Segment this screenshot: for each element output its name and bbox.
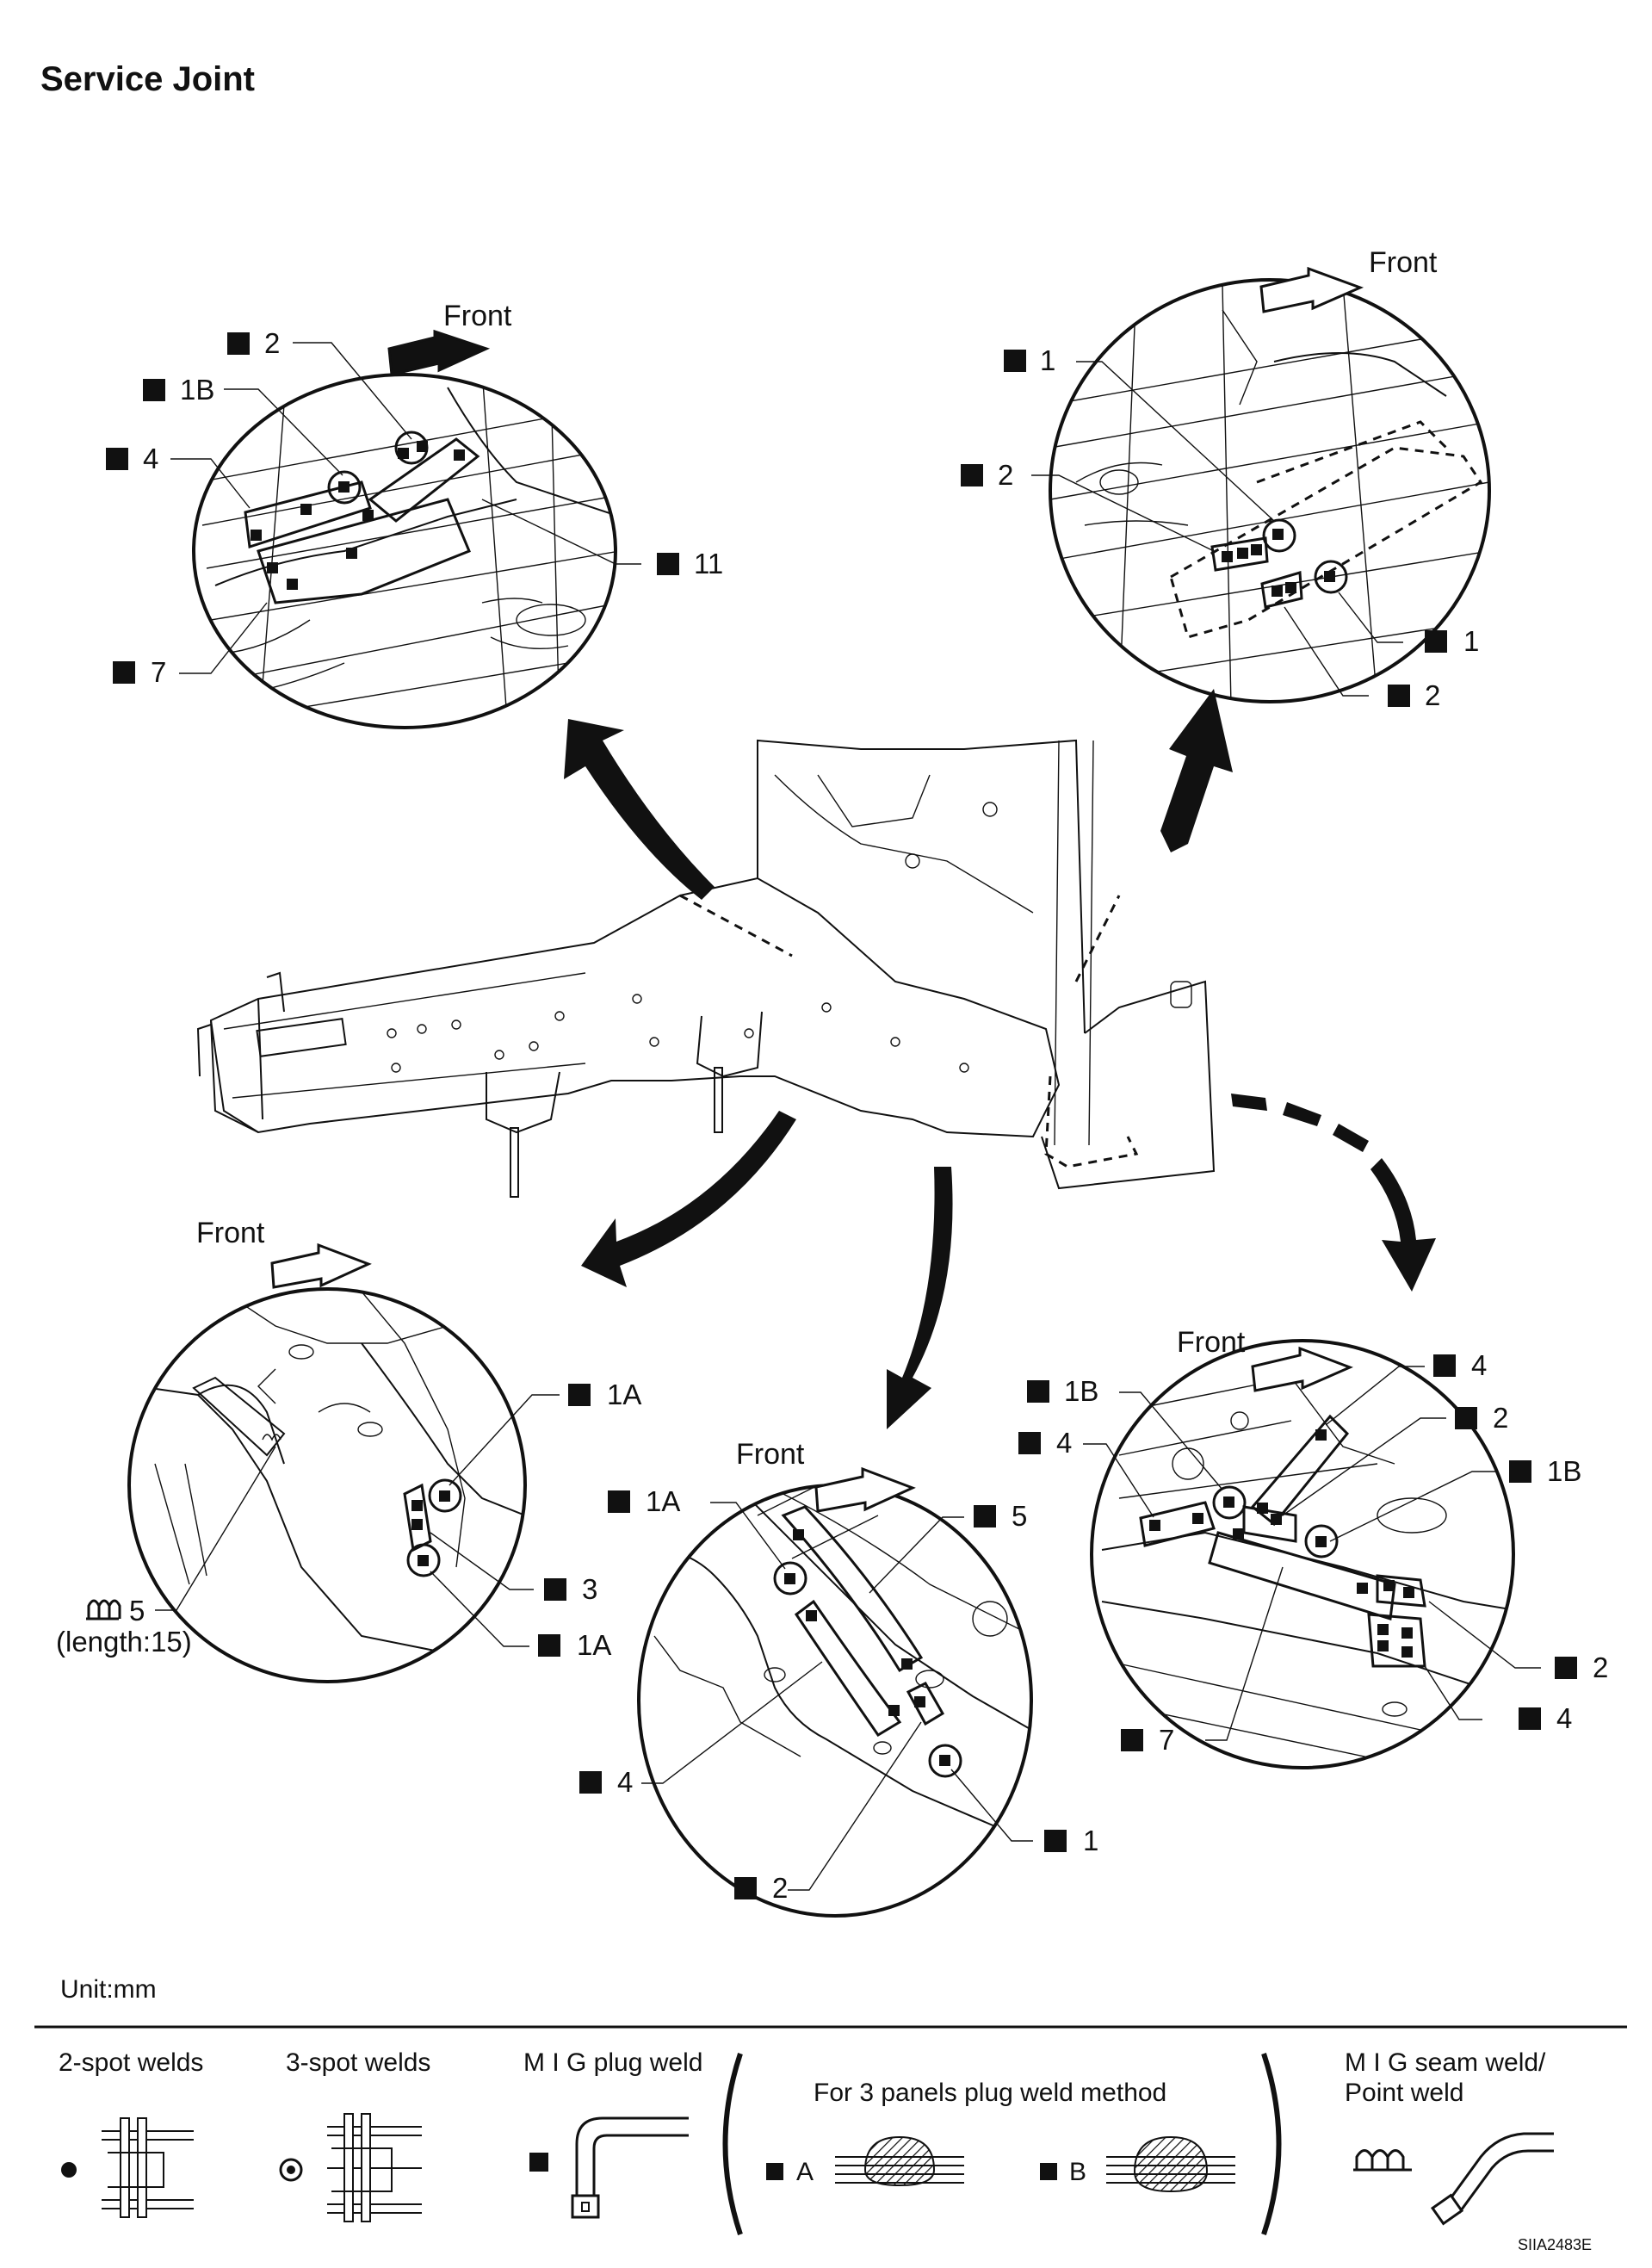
front-label-top-right: Front [1369,246,1438,279]
detail-view-top-left: Front 2 1B 4 11 7 [106,300,723,729]
weld-label: 2 [1593,1651,1608,1683]
mig-seam-icon [86,1599,121,1620]
legend-2-spot-welds: 2-spot welds [59,2048,203,2077]
weld-label: 3 [582,1573,597,1605]
detail-view-bottom-left: Front 1A 3 1A 5 (length:15) [56,1217,641,1683]
weld-label: 11 [694,548,723,579]
figure-code: SIIA2483E [1518,2236,1592,2253]
weld-label: 7 [151,656,166,688]
detail-view-bottom-right: Front 1B 4 4 2 1B 2 4 7 [1018,1326,1608,1769]
front-label-bottom-left: Front [196,1217,265,1249]
weld-label: 4 [1471,1349,1487,1381]
weld-label: 2 [1493,1402,1508,1434]
weld-label: 1B [1547,1455,1581,1487]
detail-view-bottom-center: Front 1A 5 4 1 2 [579,1438,1098,1918]
weld-label: 4 [1056,1427,1072,1459]
weld-label: 2 [1425,679,1440,711]
weld-label: 1 [1083,1825,1098,1856]
detail-view-top-right: Front 1 2 1 2 [961,246,1491,711]
legend-3-spot-welds: 3-spot welds [286,2048,430,2077]
weld-label: 4 [1556,1702,1572,1734]
callout-arrows [564,689,1436,1429]
weld-label: 1B [1064,1375,1098,1407]
weld-label: 1B [180,374,214,406]
weld-label: 1 [1463,625,1479,657]
three-spot-weld-icon [279,2113,422,2222]
weld-label: 2 [264,327,280,359]
weld-label: 5 [1012,1500,1027,1532]
front-label-bottom-right: Front [1177,1326,1246,1359]
arrow-to-bottom-left [581,1111,796,1287]
weld-label: 4 [617,1766,633,1798]
weld-label: 7 [1159,1724,1174,1756]
front-label-bottom-center: Front [736,1438,805,1471]
method-b-icon [1040,2135,1235,2193]
arrow-to-top-left [564,719,715,900]
page-title: Service Joint [40,60,255,98]
legend-point-weld: Point weld [1345,2079,1463,2107]
front-label-top-left: Front [443,300,512,332]
method-a-icon [766,2135,964,2187]
panel-lines-top-right [1050,283,1489,702]
weld-label: 1A [577,1629,611,1661]
panel-lines-bottom-left [137,1291,525,1655]
legend-mig-plug-weld: M I G plug weld [523,2048,702,2077]
side-member-assembly [196,739,1216,1198]
two-spot-weld-icon [61,2117,194,2218]
rail-holes [387,994,969,1073]
panel-lines-top-left [197,375,616,728]
mig-seam-length: (length:15) [56,1626,192,1658]
weld-label: 2 [998,459,1013,491]
unit-label: Unit:mm [60,1975,157,2004]
arrow-to-bottom-center [887,1167,953,1429]
mig-seam-count: 5 [129,1595,145,1627]
panel-lines-bottom-center [653,1485,1031,1844]
weld-label: 4 [143,443,158,474]
weld-label: 1 [1040,344,1055,376]
weld-label: 1A [646,1485,680,1517]
mig-seam-weld-icon [1353,2132,1554,2226]
method-a-label: A [796,2158,814,2186]
legend: 2-spot welds 3-spot welds M I G plug wel… [59,2048,1554,2235]
arrow-to-bottom-right [1231,1094,1436,1292]
mig-plug-weld-icon [529,2116,689,2219]
weld-label: 1A [607,1379,641,1410]
legend-mig-seam-weld: M I G seam weld/ [1345,2048,1546,2077]
weld-label: 2 [772,1872,788,1904]
arrow-to-top-right [1160,689,1233,852]
method-b-label: B [1069,2158,1086,2186]
legend-3-panels-plug-weld: For 3 panels plug weld method [814,2079,1166,2107]
